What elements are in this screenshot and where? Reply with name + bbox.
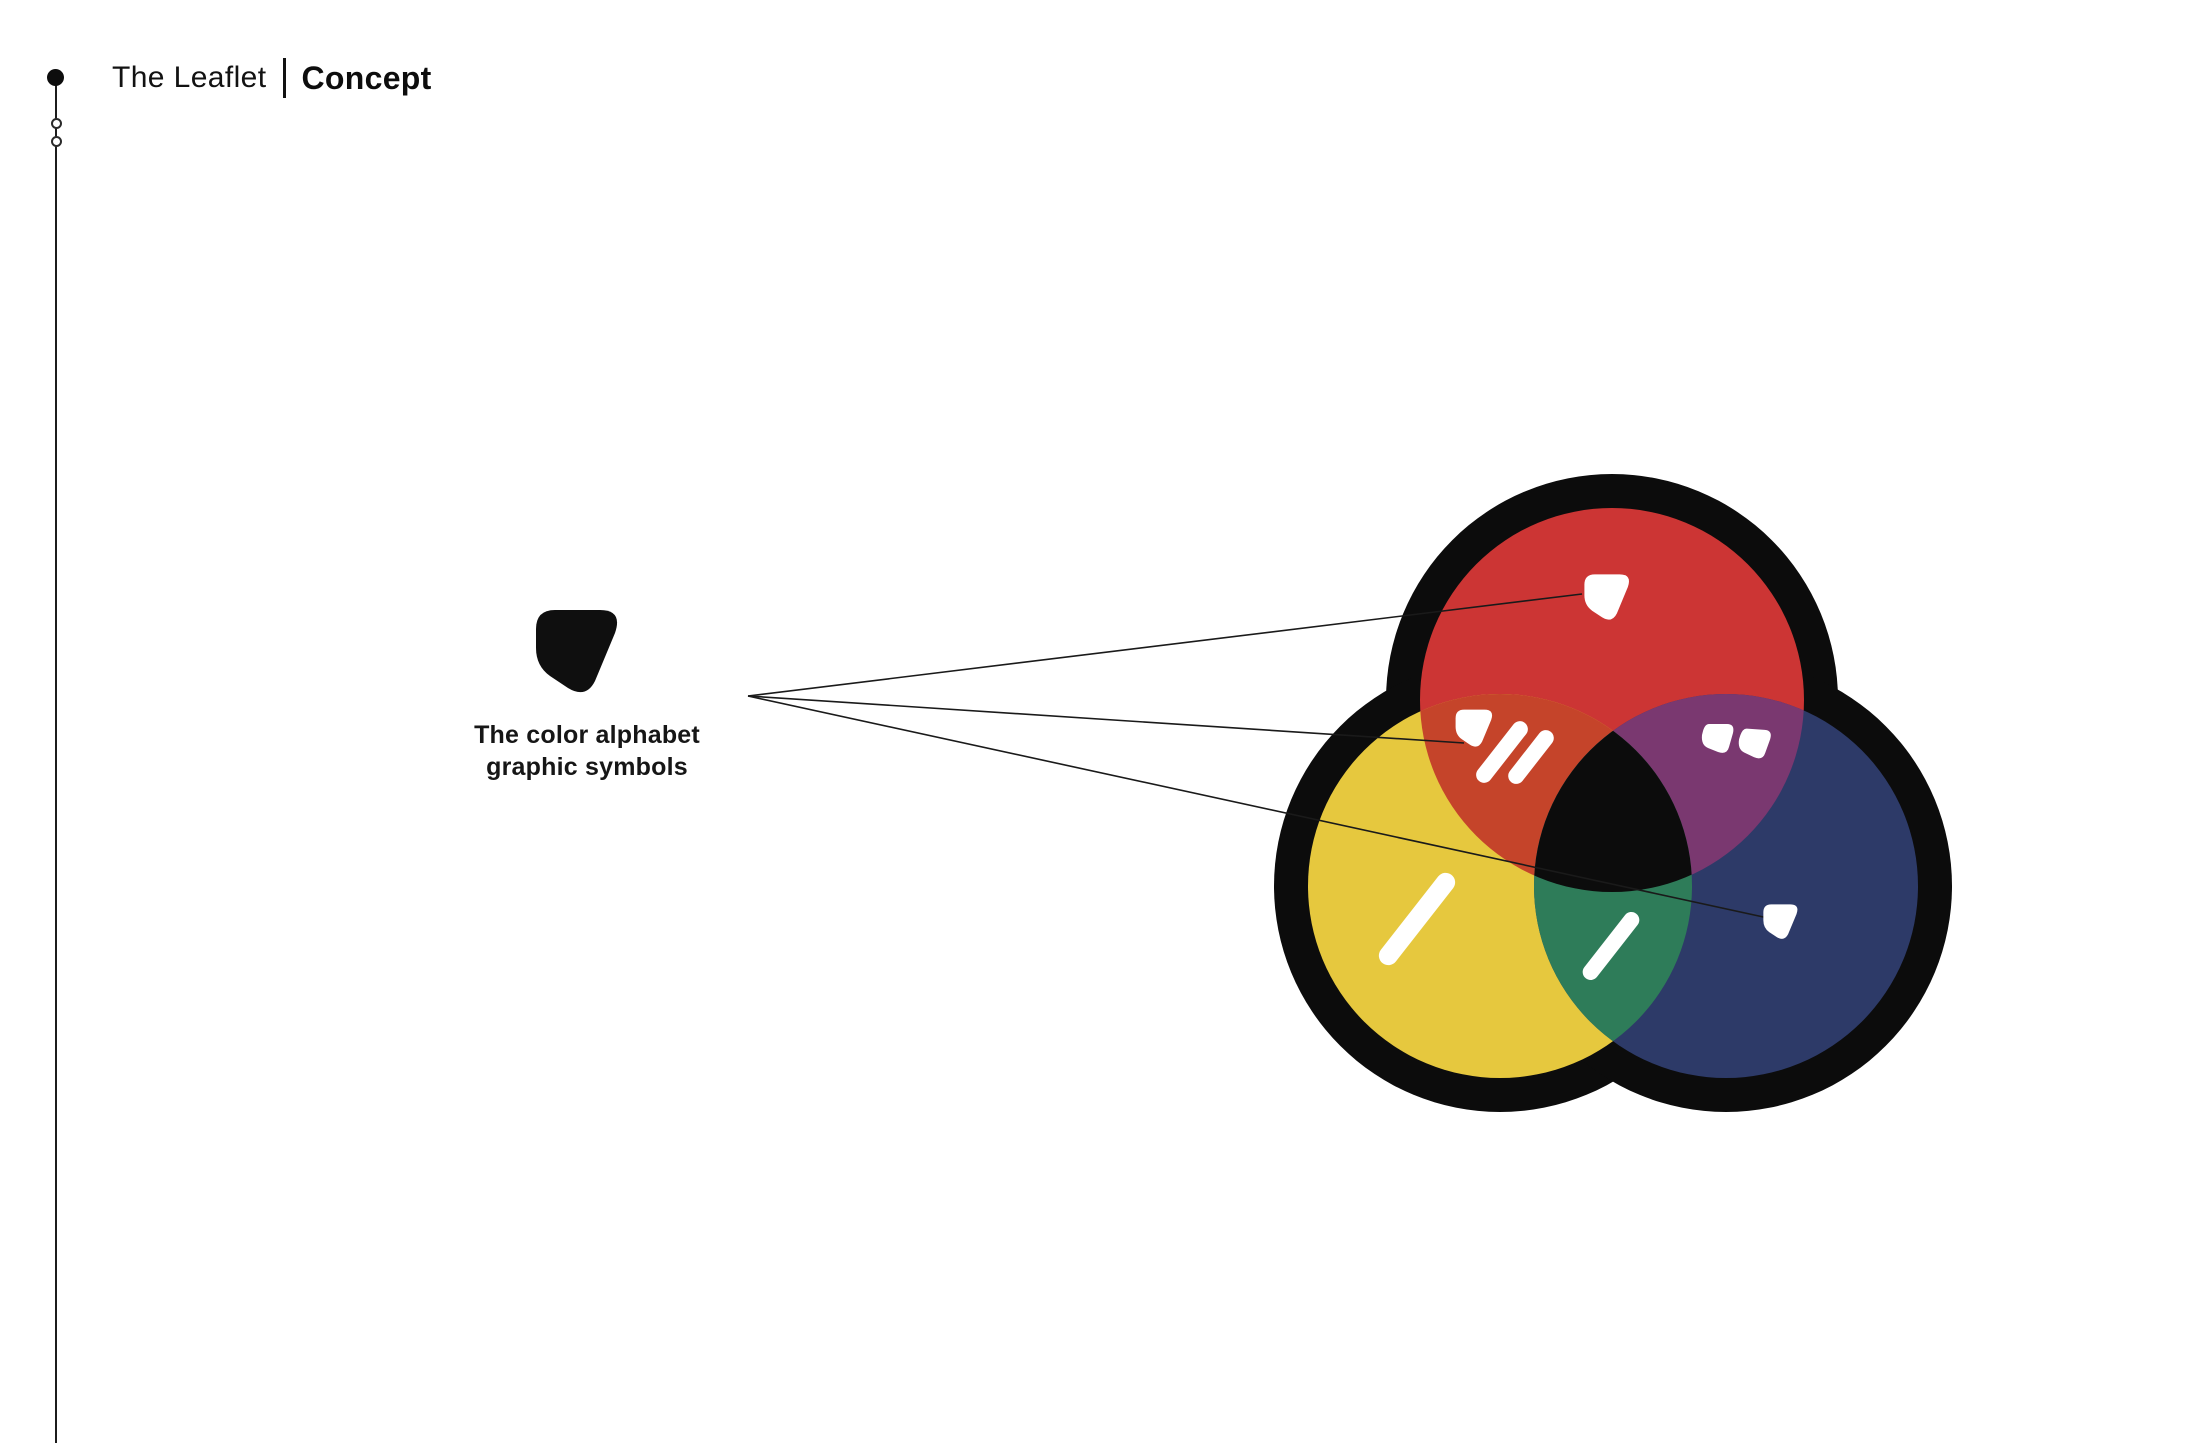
header: The Leaflet Concept xyxy=(112,58,432,98)
timeline-ring-icon xyxy=(51,136,62,147)
header-divider xyxy=(282,58,286,98)
symbol-overlap-slash-icon xyxy=(1508,730,1554,784)
connector-line-middle xyxy=(747,695,1465,744)
caption-line-2: graphic symbols xyxy=(486,752,688,781)
color-alphabet-symbol-icon xyxy=(536,610,618,693)
symbol-caption: The color alphabet graphic symbols xyxy=(377,720,797,783)
timeline-dot-icon xyxy=(47,69,64,86)
connector-lines xyxy=(747,593,1769,919)
connector-line-bottom xyxy=(747,695,1769,919)
symbol-yellow-slash-icon xyxy=(1378,872,1456,966)
section-title: Concept xyxy=(301,59,432,96)
connector-line-top xyxy=(747,593,1583,697)
timeline-rail xyxy=(55,80,57,1443)
brand-name: The Leaflet xyxy=(112,61,267,94)
symbol-green-slash-icon xyxy=(1582,911,1640,981)
timeline-ring-icon xyxy=(51,118,62,129)
symbol-overlap-slash-icon xyxy=(1476,721,1528,783)
venn-overlap-center xyxy=(1534,694,1692,892)
caption-line-1: The color alphabet xyxy=(474,721,700,749)
